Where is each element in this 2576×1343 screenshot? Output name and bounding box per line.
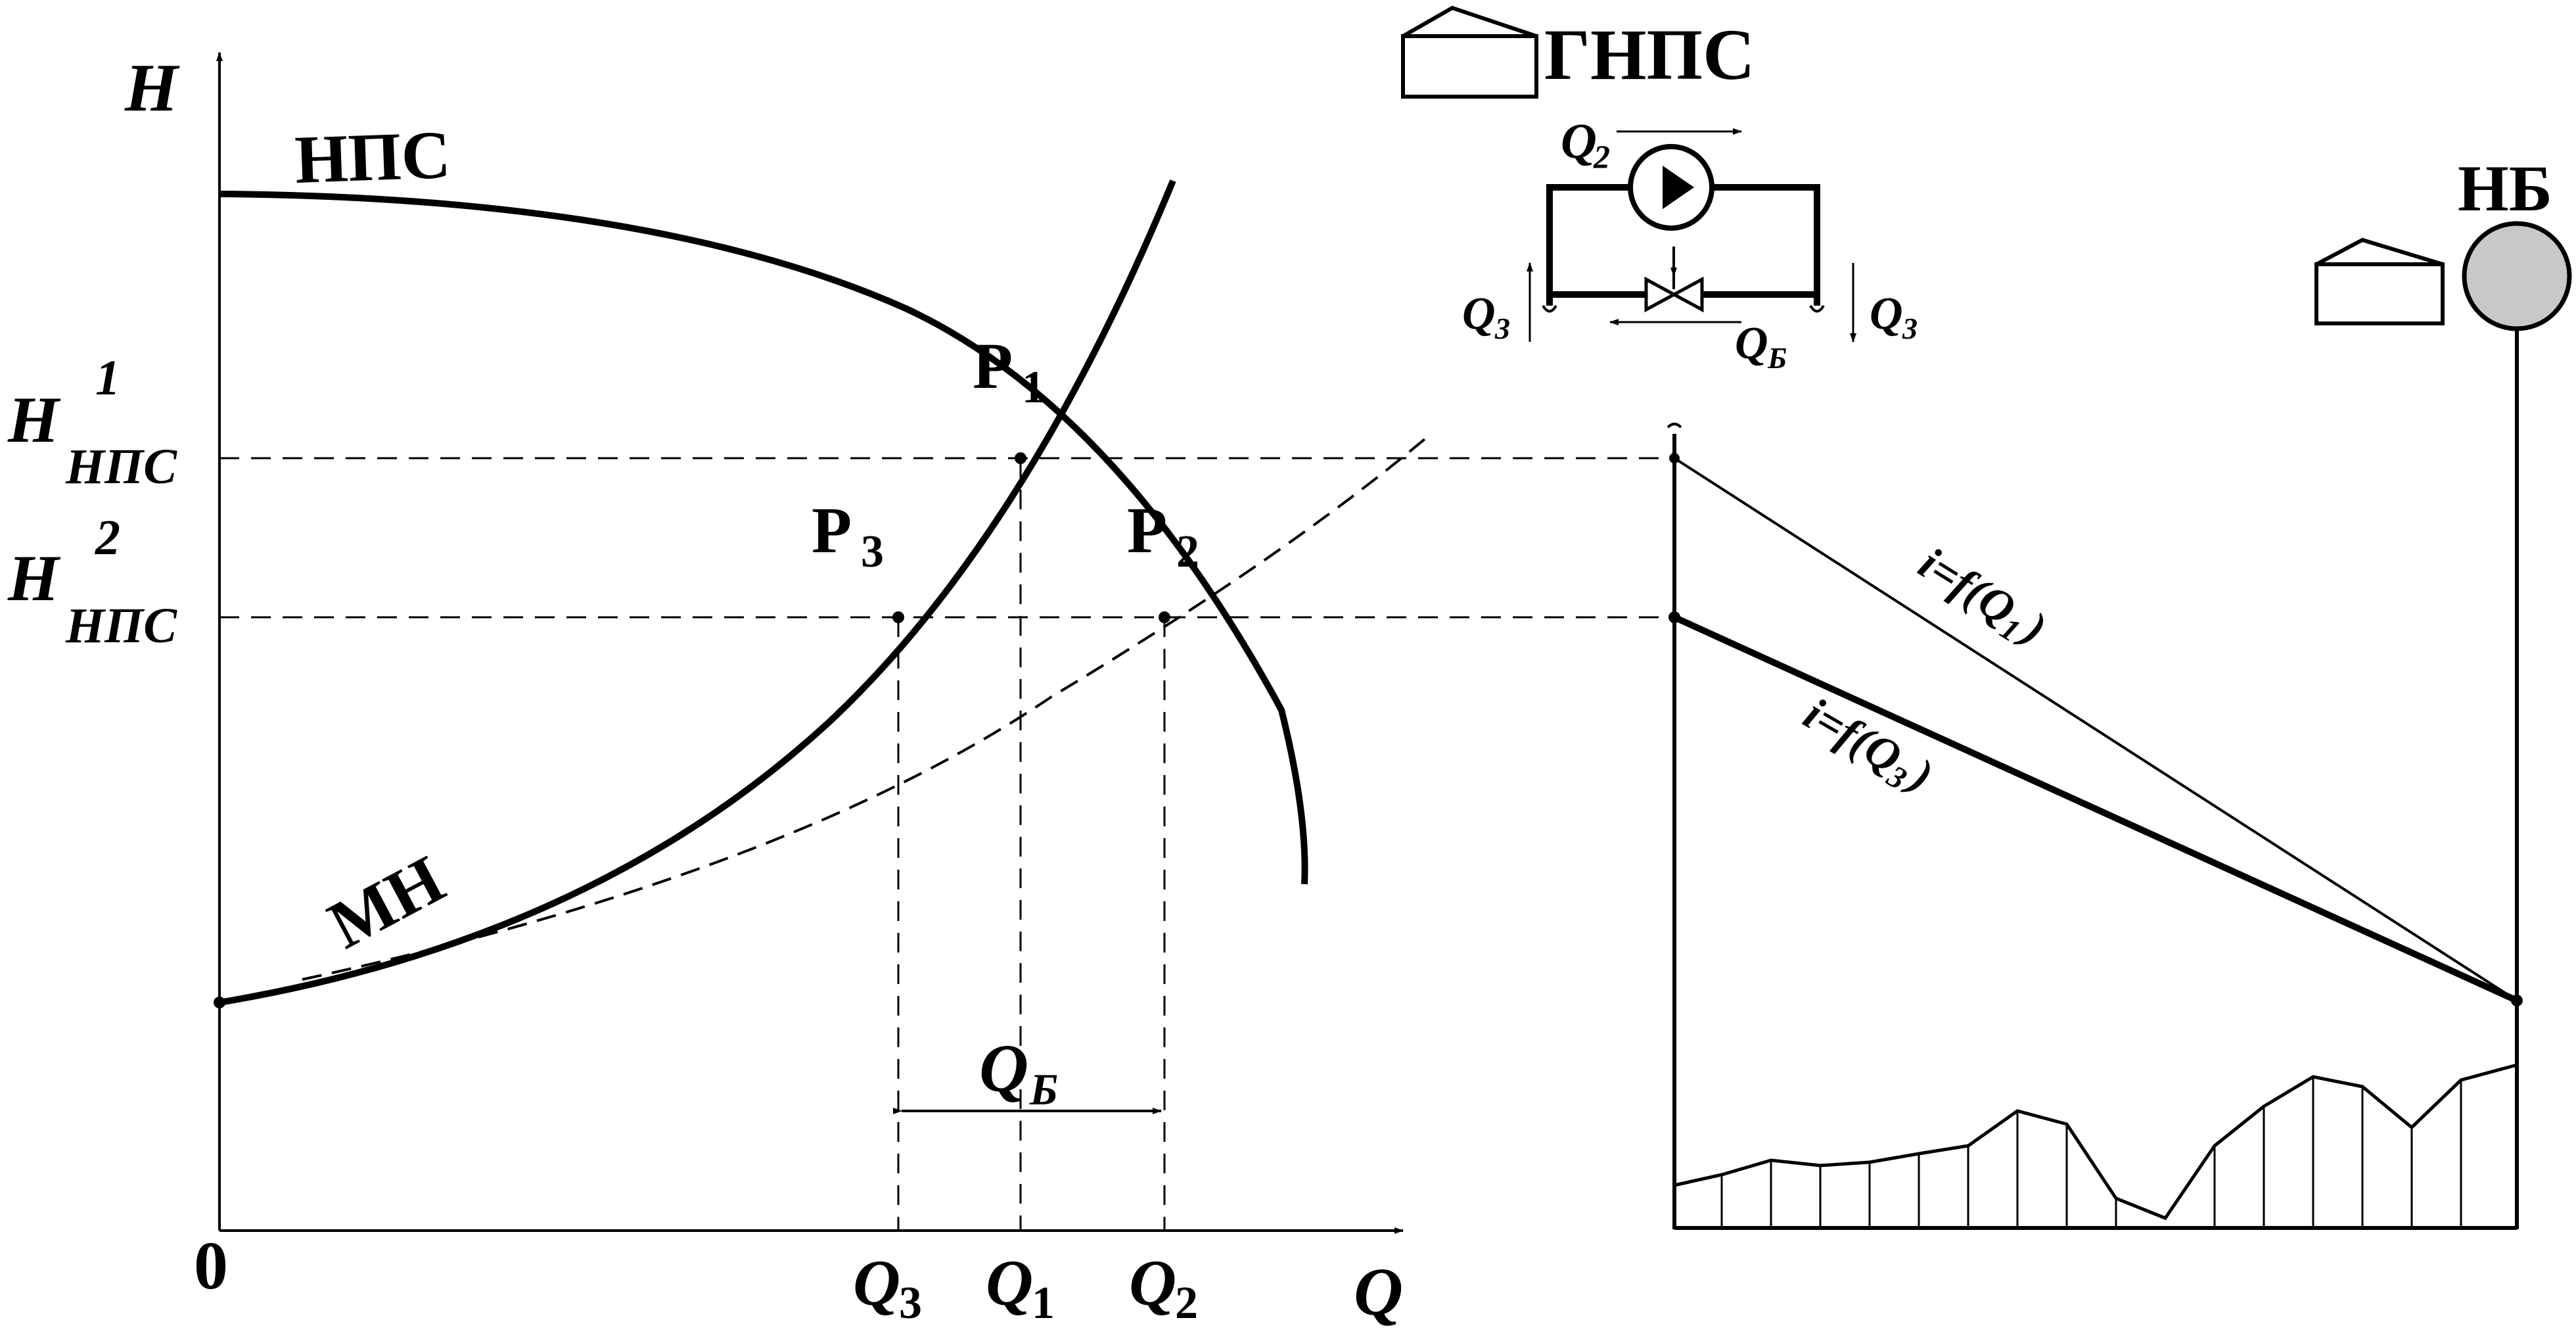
q2-tick-label: Q 2 <box>1129 1246 1198 1329</box>
station-q3-left-label: Q 3 <box>1462 289 1510 345</box>
h-axis-label: H <box>124 50 180 126</box>
svg-text:НПС: НПС <box>65 598 177 653</box>
point-p2-label: P 2 <box>1127 494 1199 577</box>
svg-text:Q: Q <box>1462 289 1496 339</box>
q-h-graph: H Q 0 НПС МН H 1 НПС H 2 НПС P 1 P 3 P 2 <box>7 50 1674 1330</box>
point-p3-dot <box>892 611 904 623</box>
point-p1-dot <box>1015 452 1026 464</box>
svg-text:H: H <box>7 542 61 615</box>
pipeline-curve <box>219 179 1176 1006</box>
h-axis-intercept-dot <box>214 997 225 1008</box>
svg-text:3: 3 <box>1494 312 1510 345</box>
svg-text:Б: Б <box>1767 341 1787 375</box>
point-p2-dot <box>1159 611 1170 623</box>
pump-pipe-loop-right <box>1712 184 1820 306</box>
pump-curve <box>219 191 1308 885</box>
svg-text:Q: Q <box>1870 289 1903 339</box>
svg-text:P: P <box>1127 494 1167 567</box>
svg-text:3: 3 <box>899 1278 922 1329</box>
tank-building-icon <box>2314 237 2445 325</box>
svg-text:Q: Q <box>1735 318 1768 369</box>
station-title: ГНПС <box>1544 14 1755 95</box>
gradient-line-q1 <box>1673 457 2518 1002</box>
branch-pipeline-curve <box>302 438 1426 981</box>
svg-text:Q: Q <box>986 1246 1033 1319</box>
profile-h1-dot <box>1669 453 1680 463</box>
profile-end-dot <box>2511 995 2523 1006</box>
h1-level-label: H 1 НПС <box>7 350 177 494</box>
gradient-q1-label: i=f(Q1) <box>1907 538 2055 659</box>
svg-text:Q: Q <box>853 1246 900 1319</box>
terrain-hatching <box>1720 1077 2462 1228</box>
station-qb-label: Q Б <box>1735 318 1787 375</box>
svg-text:P: P <box>812 494 852 567</box>
svg-text:P: P <box>973 329 1013 402</box>
svg-text:2: 2 <box>1593 138 1610 175</box>
svg-text:2: 2 <box>1175 1278 1198 1329</box>
svg-text:2: 2 <box>95 510 120 565</box>
station-building-icon <box>1401 5 1538 99</box>
pump-curve-label: НПС <box>294 117 452 198</box>
pump-icon <box>1628 144 1714 231</box>
point-p3-label: P 3 <box>812 494 884 577</box>
qb-label: Q Б <box>979 1031 1058 1114</box>
q-axis-label: Q <box>1354 1254 1403 1330</box>
svg-text:H: H <box>7 383 61 456</box>
tank-label: НБ <box>2458 152 2552 225</box>
origin-label: 0 <box>194 1228 228 1304</box>
svg-text:Q: Q <box>1561 114 1597 169</box>
h2-level-label: H 2 НПС <box>7 510 177 653</box>
tank-farm: НБ <box>2314 152 2572 331</box>
tank-icon <box>2462 221 2572 331</box>
svg-text:1: 1 <box>95 350 120 406</box>
point-p1-label: P 1 <box>973 329 1045 413</box>
q3-tick-label: Q 3 <box>853 1246 922 1329</box>
pump-pipe-loop <box>1546 184 1630 306</box>
profile-break-mark <box>1667 423 1682 429</box>
pipe-break-right <box>1809 304 1825 313</box>
profile-h2-dot <box>1668 611 1680 623</box>
pipe-break-left <box>1542 304 1557 313</box>
svg-text:i=f(Q1): i=f(Q1) <box>1907 538 2055 659</box>
svg-text:НПС: НПС <box>65 439 177 494</box>
svg-text:Б: Б <box>1029 1064 1058 1114</box>
svg-text:3: 3 <box>1902 312 1918 345</box>
terrain-line <box>1674 1063 2518 1221</box>
svg-text:2: 2 <box>1176 527 1199 577</box>
svg-text:Q: Q <box>1129 1246 1176 1319</box>
svg-text:3: 3 <box>861 527 884 577</box>
svg-text:1: 1 <box>1032 1278 1055 1329</box>
q1-tick-label: Q 1 <box>986 1246 1055 1329</box>
gradient-line-q3 <box>1672 614 2519 1004</box>
pipeline-profile: i=f(Q1) i=f(Q3) <box>1667 316 2523 1230</box>
svg-text:1: 1 <box>1022 362 1045 413</box>
station-q2-label: Q 2 <box>1561 114 1610 175</box>
pipeline-curve-label: МН <box>317 841 456 964</box>
svg-text:Q: Q <box>979 1031 1028 1106</box>
station-q3-right-label: Q 3 <box>1870 289 1918 345</box>
station-schematic: ГНПС Q 2 Q Б Q <box>1401 5 1918 375</box>
